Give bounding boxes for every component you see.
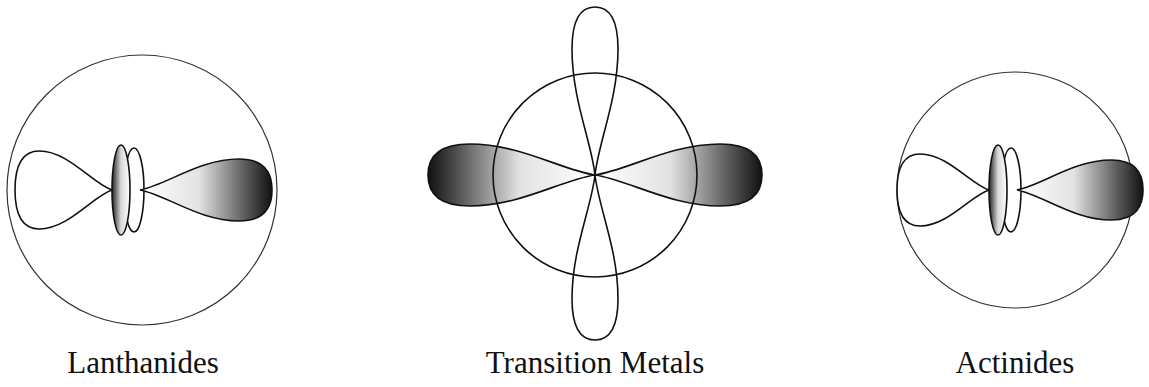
group-label: Lanthanides <box>67 346 219 380</box>
lanthanide-f-orbital <box>7 55 277 325</box>
transition-metal-d-orbital <box>428 7 762 340</box>
group-label: Actinides <box>956 346 1075 380</box>
actinide-f-orbital <box>897 72 1143 308</box>
group-label: Transition Metals <box>486 346 704 380</box>
